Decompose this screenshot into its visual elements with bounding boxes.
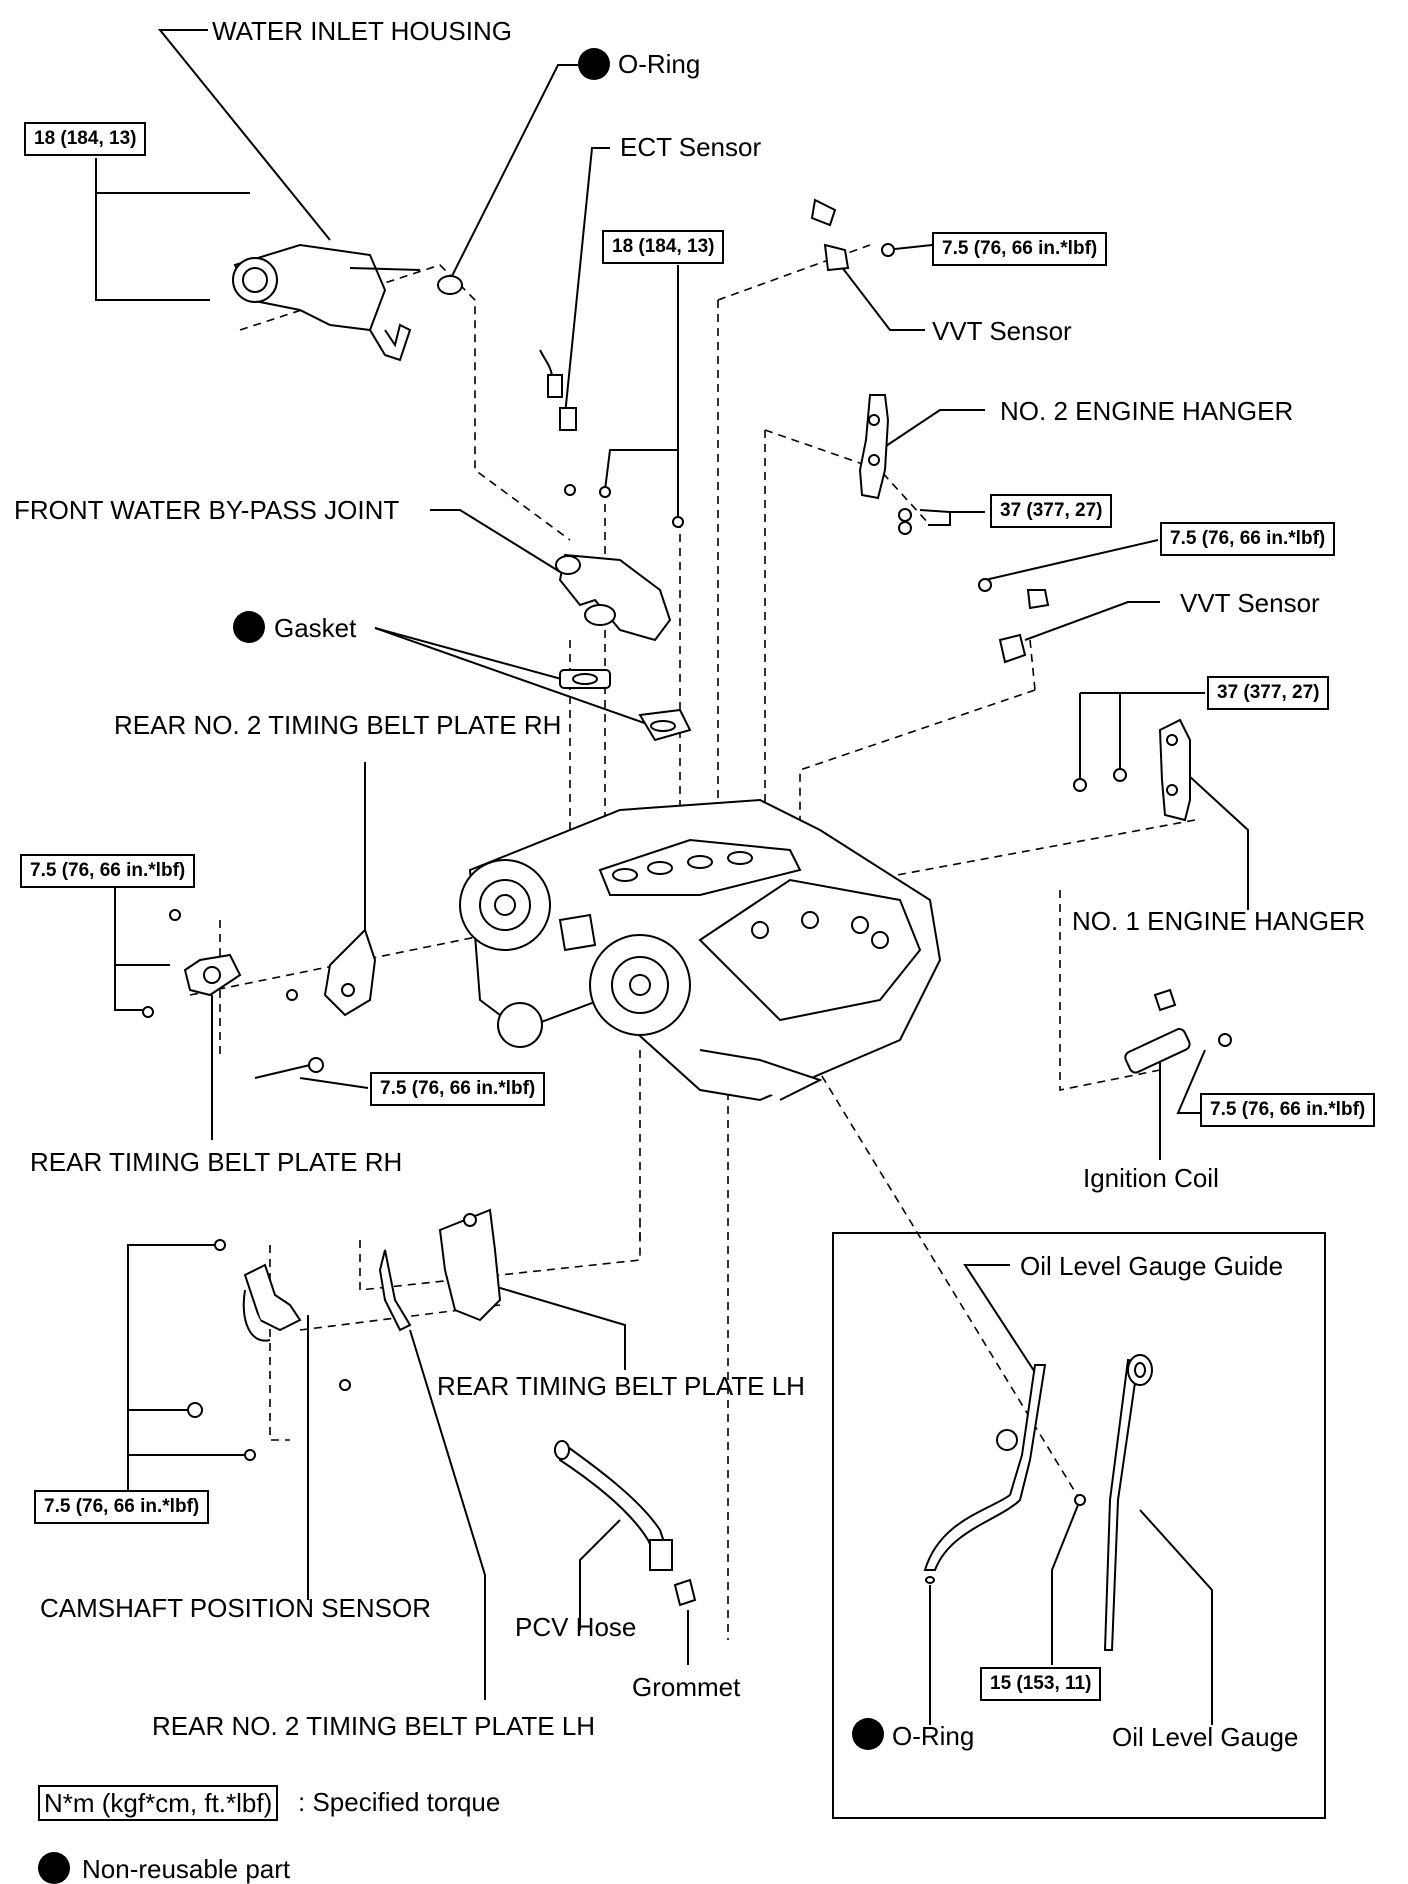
label-rear-no2-timing-belt-plate-lh: REAR NO. 2 TIMING BELT PLATE LH [152, 1711, 596, 1741]
label-o-ring-bottom: O-Ring [892, 1721, 975, 1751]
leader-no2-hanger [879, 409, 985, 451]
vvt-sensor-top-part [810, 198, 895, 272]
label-pcv-hose: PCV Hose [515, 1612, 637, 1642]
no2-engine-hanger-part [858, 394, 912, 535]
leader-pcv [579, 1519, 621, 1630]
legend-torque-key: N*m (kgf*cm, ft.*lbf) [38, 1785, 279, 1821]
torque-box-rear-timing-belt-plate-rh: 7.5 (76, 66 in.*lbf) [20, 854, 196, 888]
bracket-vvt-mid [984, 539, 1159, 581]
water-inlet-housing-part [232, 243, 421, 362]
legend-nonreusable-dot [38, 1852, 70, 1884]
gasket-parts [559, 669, 692, 742]
leader-oil-guide-torque [1051, 1499, 1081, 1665]
torque-box-bypass-joint: 18 (184, 13) [602, 230, 725, 264]
rear-no2-timing-belt-plate-lh-part [378, 1249, 412, 1332]
label-rear-timing-belt-plate-rh: REAR TIMING BELT PLATE RH [30, 1147, 403, 1177]
camshaft-position-sensor-part [187, 1239, 351, 1461]
nonreusable-dot-o-ring-top [578, 48, 610, 80]
leader-o-ring-top [449, 64, 578, 281]
leader-ect-sensor [564, 147, 610, 416]
leader-gasket-2 [374, 627, 651, 726]
label-rear-timing-belt-plate-lh: REAR TIMING BELT PLATE LH [437, 1371, 805, 1401]
nonreusable-dot-gasket [233, 611, 265, 643]
leader-vvt-mid [1024, 601, 1160, 641]
torque-box-vvt-sensor-mid: 7.5 (76, 66 in.*lbf) [1160, 522, 1336, 556]
front-water-bypass-joint-part [555, 484, 684, 642]
torque-box-ignition-coil: 7.5 (76, 66 in.*lbf) [1200, 1093, 1376, 1127]
leader-bypass [430, 509, 566, 576]
vvt-sensor-mid-part [978, 578, 1050, 664]
label-camshaft-position-sensor: CAMSHAFT POSITION SENSOR [40, 1593, 432, 1623]
torque-box-vvt-sensor-top: 7.5 (76, 66 in.*lbf) [932, 232, 1108, 266]
bracket-rear-rh [114, 885, 148, 1011]
leader-gasket-1 [374, 627, 566, 681]
label-oil-level-gauge-guide: Oil Level Gauge Guide [1020, 1251, 1284, 1281]
label-grommet: Grommet [632, 1672, 741, 1702]
leader-rear-tb-lh [489, 1284, 626, 1370]
label-water-inlet-housing: WATER INLET HOUSING [212, 16, 512, 46]
label-ignition-coil: Ignition Coil [1083, 1163, 1219, 1193]
label-no2-engine-hanger: NO. 2 ENGINE HANGER [1000, 396, 1294, 426]
ect-sensor-part [539, 349, 577, 431]
rear-no2-timing-belt-plate-rh-part [254, 928, 377, 1079]
rear-timing-belt-plate-lh-part [438, 1208, 502, 1322]
label-front-water-bypass-joint: FRONT WATER BY-PASS JOINT [14, 495, 400, 525]
pcv-hose-part [554, 1440, 673, 1571]
label-gasket: Gasket [274, 613, 357, 643]
o-ring-top-part [437, 275, 463, 295]
nonreusable-dot-o-ring-bottom [852, 1718, 884, 1750]
rear-timing-belt-plate-rh-part [142, 909, 242, 1018]
label-vvt-sensor-mid: VVT Sensor [1180, 588, 1320, 618]
grommet-part [673, 1578, 697, 1607]
leader-water-inlet-housing [157, 29, 331, 241]
torque-box-oil-level-gauge-guide: 15 (153, 11) [980, 1667, 1102, 1701]
legend-nonreusable-desc: Non-reusable part [82, 1854, 291, 1884]
torque-box-water-inlet-housing: 18 (184, 13) [24, 122, 147, 156]
bracket-ignition [1176, 1049, 1206, 1114]
no1-engine-hanger-part [1073, 718, 1191, 822]
engine-block-part [459, 798, 942, 1102]
leader-oil-gauge [1139, 1509, 1213, 1725]
oil-level-gauge-part [1103, 1354, 1153, 1651]
leader-no1-hanger [1187, 774, 1249, 910]
label-vvt-sensor-top: VVT Sensor [932, 316, 1072, 346]
torque-box-no1-engine-hanger: 37 (377, 27) [1207, 676, 1330, 710]
torque-box-rear-timing-belt-plate-rh-bolt: 7.5 (76, 66 in.*lbf) [370, 1072, 546, 1106]
label-no1-engine-hanger: NO. 1 ENGINE HANGER [1072, 906, 1366, 936]
leader-rear-no2-lh [409, 1329, 486, 1700]
torque-box-no2-engine-hanger: 37 (377, 27) [990, 494, 1113, 528]
leader-vvt-top [837, 261, 925, 331]
legend-torque-desc: : Specified torque [298, 1787, 501, 1817]
leader-oil-guide [963, 1264, 1041, 1381]
label-oil-level-gauge: Oil Level Gauge [1112, 1722, 1299, 1752]
label-rear-no2-timing-belt-plate-rh: REAR NO. 2 TIMING BELT PLATE RH [114, 710, 562, 740]
bracket-no2-hanger [928, 511, 985, 526]
oil-gauge-detail-frame [832, 1232, 1326, 1819]
oil-level-gauge-guide-part [923, 1364, 1086, 1584]
label-o-ring-top: O-Ring [618, 49, 701, 79]
bracket-water-inlet [95, 158, 210, 301]
torque-box-camshaft-plate-lh: 7.5 (76, 66 in.*lbf) [34, 1490, 210, 1524]
ignition-coil-part [1124, 988, 1232, 1074]
bracket-camshaft [127, 1244, 220, 1490]
label-ect-sensor: ECT Sensor [620, 132, 762, 162]
bracket-rear-rh-bolt [299, 1077, 369, 1089]
